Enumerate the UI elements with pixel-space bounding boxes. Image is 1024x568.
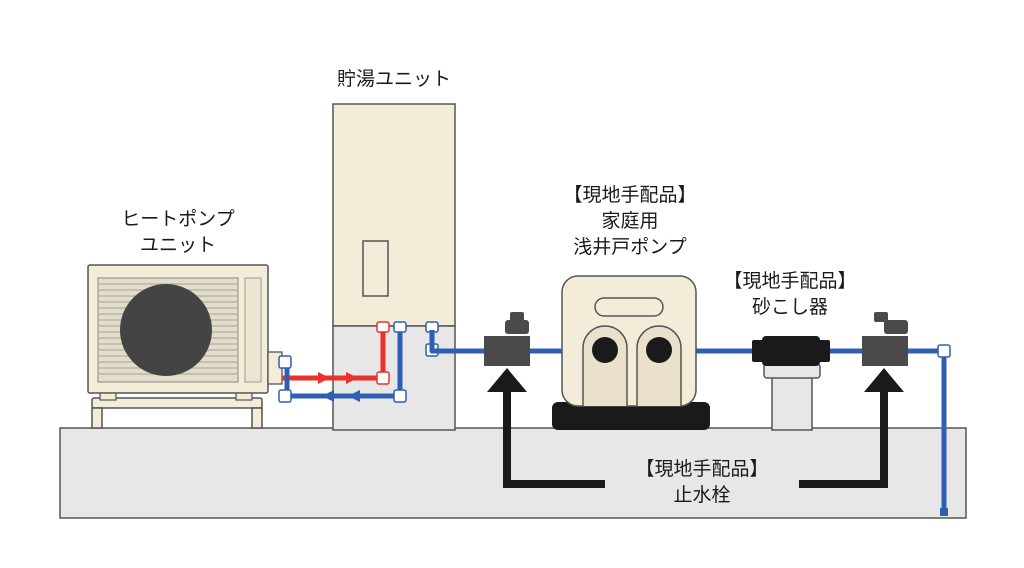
tank-display-panel — [362, 240, 389, 297]
sand-filter — [752, 336, 830, 431]
filter-label: 【現地手配品】 砂こし器 — [723, 270, 857, 318]
pump-label: 【現地手配品】 家庭用 浅井戸ポンプ — [563, 184, 697, 258]
valve-label: 【現地手配品】 止水栓 — [605, 456, 799, 508]
fan-icon — [120, 284, 212, 376]
valve-left — [484, 312, 530, 366]
storage-tank-unit — [332, 103, 456, 431]
valve-right — [862, 312, 908, 366]
heat-pump-unit — [87, 264, 283, 429]
heat-pump-label: ヒートポンプ ユニット — [121, 208, 235, 256]
flow-arrows — [318, 372, 360, 402]
ground-base — [59, 427, 967, 519]
valve-pointer-arrows — [503, 388, 888, 488]
tank-unit-label: 貯湯ユニット — [336, 68, 451, 90]
well-pump — [552, 275, 710, 430]
